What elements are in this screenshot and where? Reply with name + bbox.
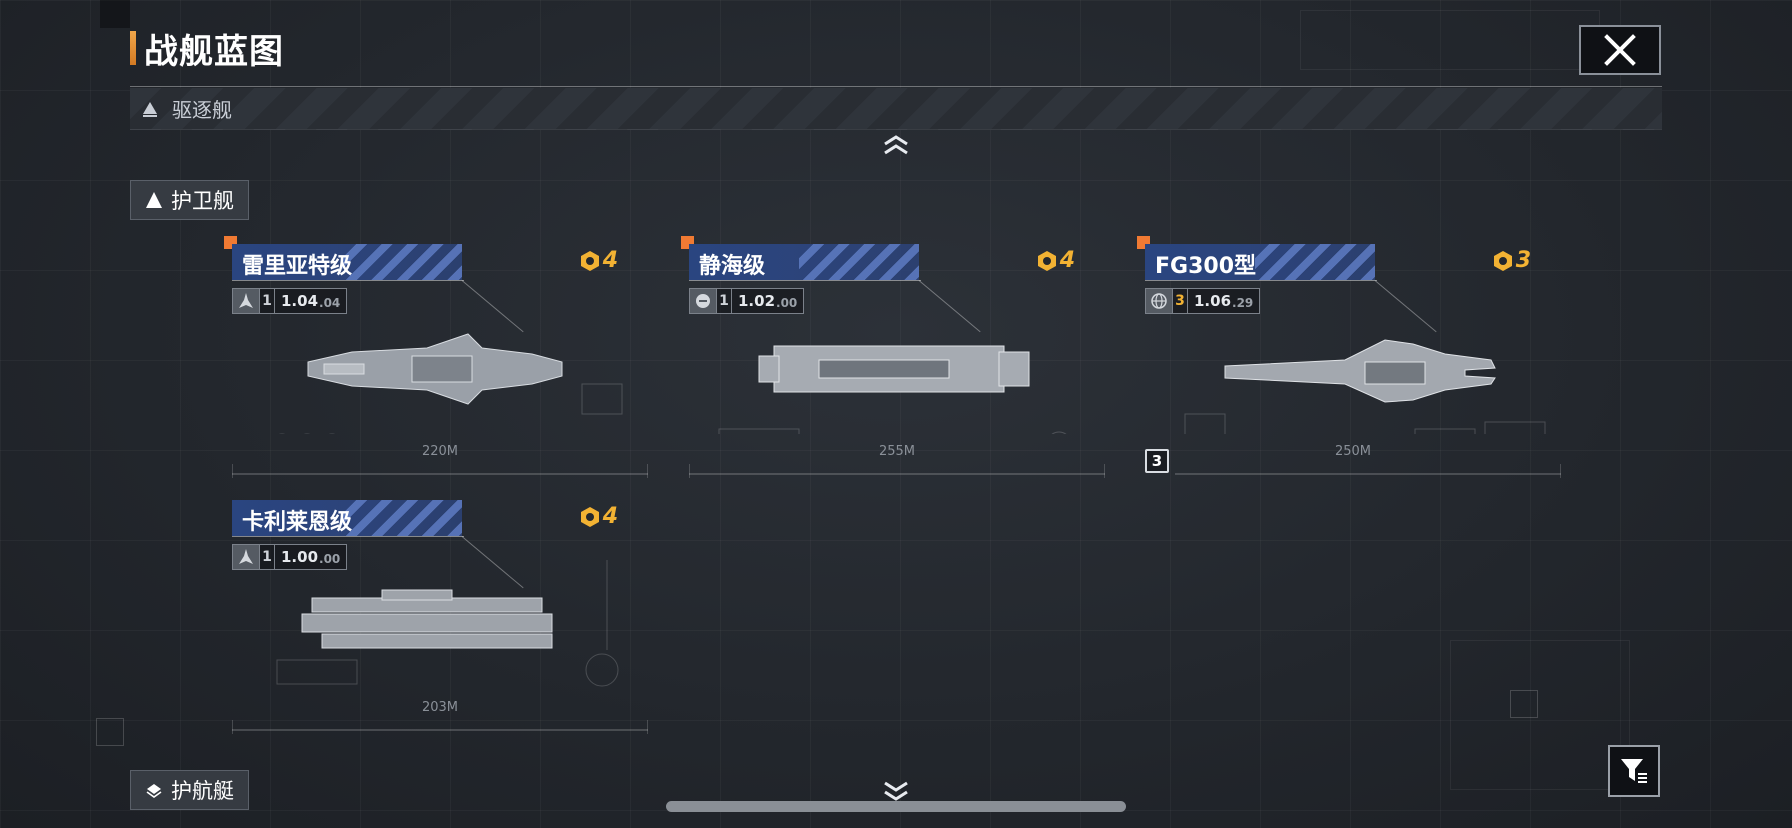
chevron-down-icon: [884, 781, 908, 801]
ship-cost: 4: [579, 248, 618, 273]
hexagon-resource-icon: [580, 506, 599, 527]
ship-stat-badge: 3 1.06.29: [1145, 288, 1261, 314]
scroll-up-button[interactable]: [882, 134, 910, 156]
ship-name-bar: [689, 244, 919, 280]
globe-icon: [1151, 293, 1167, 309]
stat-version-suffix: .29: [1232, 296, 1254, 310]
decorative-square: [96, 718, 124, 746]
filter-button[interactable]: [1608, 745, 1660, 797]
decorative-frame: [1300, 10, 1600, 70]
ship-length: 220M: [421, 444, 459, 459]
decorative-frame: [1450, 640, 1630, 790]
header-divider: [130, 86, 1662, 87]
tab-frigate[interactable]: 护卫舰: [130, 180, 249, 220]
stat-version: 1.02: [738, 292, 776, 310]
stat-version-suffix: .04: [319, 296, 341, 310]
stat-version: 1.00: [281, 548, 319, 566]
ship-name-bar: [232, 244, 462, 280]
ship-name: FG300型: [1155, 254, 1257, 279]
name-underline: [1145, 280, 1377, 281]
ship-blueprint-image: [718, 345, 1067, 434]
ship-stat-badge: 1 1.02.00: [689, 288, 805, 314]
ship-name: 静海级: [699, 254, 766, 279]
title-accent-bar: [130, 31, 136, 65]
ship-stat-badge: 1 1.00.00: [232, 544, 348, 570]
tab-escort-label: 护航艇: [171, 779, 234, 803]
scroll-down-button[interactable]: [882, 780, 910, 802]
blueprint-ruler: [232, 720, 648, 734]
stat-count: 1: [716, 289, 732, 313]
blueprint-ruler: [232, 464, 648, 478]
stat-version-suffix: .00: [319, 552, 341, 566]
stat-count: 1: [259, 289, 275, 313]
layers-icon: [146, 784, 162, 798]
ship-name: 雷里亚特级: [242, 254, 353, 279]
tab-frigate-label: 护卫舰: [171, 189, 234, 213]
filter-icon: [1621, 759, 1647, 783]
ship-class-icon: [696, 294, 710, 308]
ship-length: 203M: [421, 700, 459, 715]
ship-class-icon: [239, 293, 253, 308]
close-icon: [1604, 34, 1636, 66]
destroyer-section-bar[interactable]: 驱逐舰: [130, 88, 1662, 130]
name-underline: [689, 280, 921, 281]
ship-blueprint-image: [276, 560, 619, 687]
ship-blueprint-image: [1184, 339, 1546, 434]
ship-card-4[interactable]: 卡利莱恩级 4 1 1.00.00 203M: [232, 500, 648, 740]
name-underline: [232, 280, 464, 281]
stat-count: 1: [259, 545, 275, 569]
tab-escort[interactable]: 护航艇: [130, 770, 249, 810]
ship-class-icon: [239, 549, 253, 564]
close-button[interactable]: [1579, 25, 1661, 75]
triangle-up-icon: [146, 192, 162, 208]
stat-version: 1.04: [281, 292, 319, 310]
name-underline: [232, 536, 464, 537]
blueprint-ruler: [689, 464, 1105, 478]
hexagon-resource-icon: [1037, 250, 1056, 271]
ship-cost-value: 3: [1515, 248, 1531, 273]
ship-name-bar: [232, 500, 462, 536]
ship-cost-value: 4: [602, 504, 618, 529]
stack-count-badge: 3: [1145, 449, 1169, 473]
ship-card-3[interactable]: FG300型 3 3 1.06.29 250M 3: [1137, 236, 1561, 484]
stat-version: 1.06: [1194, 292, 1232, 310]
stat-version-suffix: .00: [776, 296, 798, 310]
page-title: 战舰蓝图: [144, 31, 284, 72]
hexagon-resource-icon: [580, 250, 599, 271]
ship-name-bar: [1145, 244, 1375, 280]
ship-card-1[interactable]: 雷里亚特级 4 1 1.04.04 220M: [224, 236, 648, 484]
decorative-block: [100, 0, 130, 28]
ship-cost: 4: [1036, 248, 1075, 273]
ship-length: 255M: [878, 444, 916, 459]
ship-name: 卡利莱恩级: [242, 510, 353, 535]
chevron-up-icon: [884, 135, 908, 155]
blueprint-ruler: [1175, 464, 1561, 478]
ship-cost-value: 4: [1059, 248, 1075, 273]
ship-blueprint-image: [278, 333, 623, 434]
ship-card-2[interactable]: 静海级 4 1 1.02.00 255M: [681, 236, 1105, 484]
ship-cost: 3: [1492, 248, 1531, 273]
ship-cost: 4: [579, 504, 618, 529]
ship-length: 250M: [1334, 444, 1372, 459]
ship-cost-value: 4: [602, 248, 618, 273]
hexagon-resource-icon: [1493, 250, 1512, 271]
page-header: 战舰蓝图: [130, 28, 284, 72]
home-indicator[interactable]: [666, 801, 1126, 812]
ship-stat-badge: 1 1.04.04: [232, 288, 348, 314]
triangle-up-icon: [143, 101, 157, 117]
destroyer-section-label: 驱逐舰: [172, 98, 232, 122]
stack-count: 3: [1151, 452, 1163, 470]
decorative-square: [1510, 690, 1538, 718]
stat-count: 3: [1172, 289, 1188, 313]
